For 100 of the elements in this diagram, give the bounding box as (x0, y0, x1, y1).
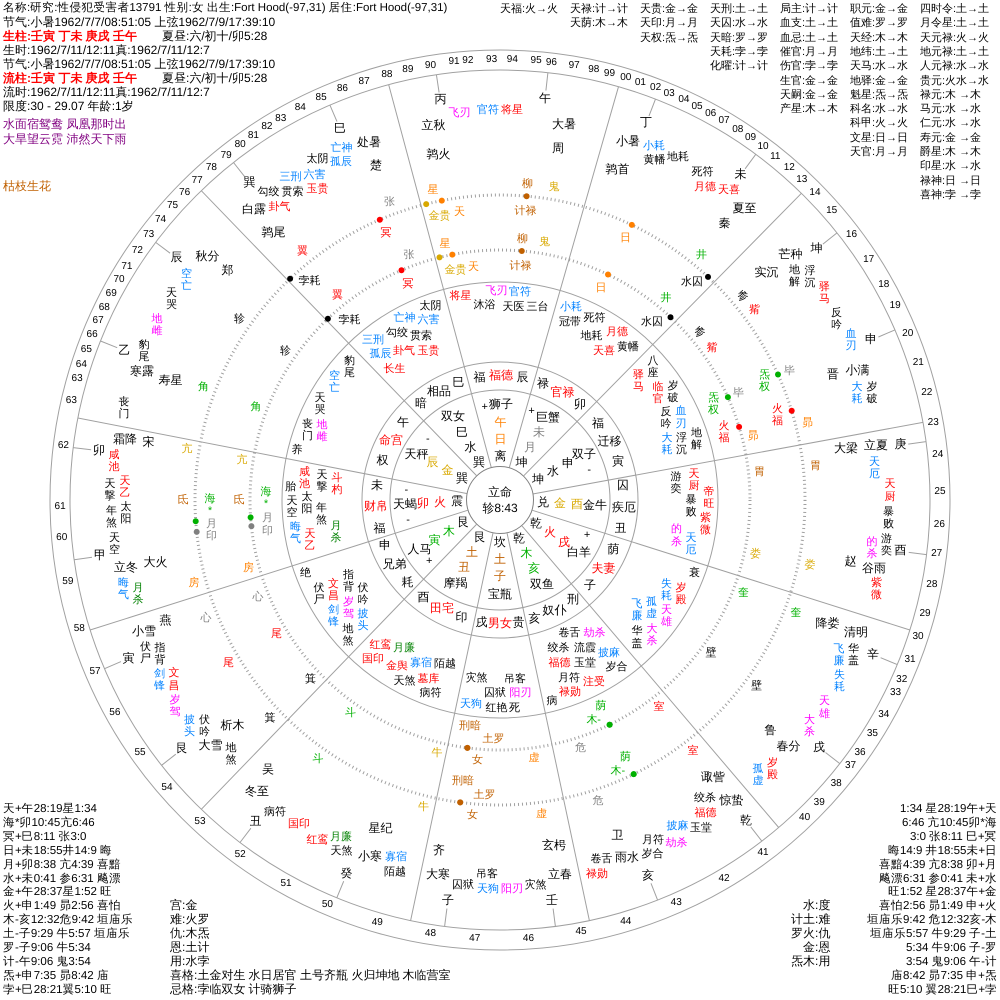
planet-label: 土 (466, 546, 478, 560)
mountain-label: 丙 (434, 93, 446, 108)
station-label: 实沉 (754, 266, 779, 280)
star-rule-text: 天嗣:金→金 (780, 88, 838, 102)
trigram-label: 震 (451, 495, 464, 510)
mountain-label: 子 (442, 894, 454, 908)
planet-label: 土罗 (474, 789, 496, 802)
branch-label: 卯 (574, 398, 586, 412)
solar-term-label: 立秋 (421, 118, 446, 133)
palace-label: 夫妻 (591, 562, 616, 576)
star-label: 指背 (154, 642, 167, 666)
polarity-mark: - (404, 484, 408, 496)
star-label: 岁合 (641, 848, 664, 861)
star-label: 玉贵 (417, 344, 440, 358)
planet-position-text: 水+未0:41 参6:31 飚漂 (3, 872, 121, 886)
solar-term-label: 冬至 (244, 784, 269, 799)
zodiac-label: 天蝎 (393, 498, 418, 512)
planet-label: 海* (260, 486, 272, 510)
star-label: 玉堂 (690, 822, 712, 834)
star-label: 暴败 (882, 506, 896, 530)
planet-label: 冥 (402, 278, 414, 292)
degree-number: 85 (316, 92, 327, 104)
trigram-label: 乾 (512, 532, 525, 546)
palace-label: 迁移 (598, 434, 622, 449)
star-label: 大杀 (645, 622, 658, 647)
star-label: 剑锋 (153, 668, 166, 692)
mansion-label: 危 (575, 742, 586, 754)
mansion-label: 房 (242, 562, 254, 575)
star-label: 月德 (606, 326, 628, 340)
star-label: 孤辰 (369, 348, 392, 362)
star-rule-text: 化曜:计→计 (710, 60, 768, 73)
degree-number: 62 (58, 440, 69, 452)
mansion-label: 昴 (802, 416, 814, 430)
star-label: 三台 (526, 301, 548, 314)
pattern-text: 宫:金 (170, 899, 198, 913)
star-label: 地煞 (224, 742, 238, 766)
star-label: 月杀 (131, 582, 144, 606)
planet-label: 木- (610, 764, 626, 778)
branch-label: 未 (532, 426, 545, 440)
star-label: 三刑 (279, 170, 302, 184)
solar-term-label: 霜降 (112, 432, 137, 447)
star-label: 陌越 (384, 866, 406, 879)
mansion-label: 心 (252, 591, 264, 604)
polarity-mark: + (584, 529, 590, 542)
star-label: 玉贵 (306, 183, 328, 196)
mansion-label: 鬼 (538, 236, 550, 249)
header-text: 节气:小暑1962/7/7/08:51:05 上弦1962/7/9/17:39:10 (3, 16, 276, 30)
pattern-text: 难:火罗 (170, 913, 210, 927)
degree-number: 47 (469, 933, 480, 945)
star-label: 天空 (286, 495, 299, 520)
star-label: 陌越 (434, 658, 456, 670)
degree-number: 72 (132, 244, 143, 256)
star-label: 玉堂 (574, 656, 596, 670)
trigram-label: 乾 (530, 516, 542, 531)
star-label: 大耗 (850, 380, 864, 405)
degree-number: 37 (844, 760, 856, 772)
mansion-label: 箕 (305, 673, 316, 686)
star-label: 华盖 (847, 642, 860, 667)
degree-number: 64 (76, 358, 87, 370)
mansion-label: 氐 (234, 494, 244, 506)
header-text: 限度:30 - 29.07 年龄:1岁 (3, 100, 134, 114)
star-label: 六害 (303, 168, 326, 182)
mansion-label: 角 (250, 400, 262, 414)
star-label: 卦气 (393, 344, 416, 358)
mansion-label: 心 (200, 612, 212, 625)
degree-number: 38 (830, 778, 842, 790)
mansion-label: 奎 (738, 587, 750, 600)
star-label: 晦气 (289, 521, 302, 546)
planet-label: 土罗 (482, 733, 505, 746)
degree-number: 03 (664, 88, 675, 100)
planet-position-text: 庙8:42 昴7:35 申+炁 (891, 970, 997, 984)
degree-number: 28 (926, 578, 938, 590)
star-label: 飞刃 (485, 284, 508, 298)
center-text: 轸8:43 (482, 500, 518, 516)
station-label: 玄枵 (542, 838, 566, 853)
planet-position-text: 旺5:10 翼28:21巳+孛 (888, 984, 998, 997)
star-label: 天雄 (660, 604, 674, 628)
degree-number: 44 (620, 916, 632, 928)
degree-number: 40 (799, 812, 810, 824)
branch-label: 午 (396, 416, 409, 430)
mountain-label: 酉 (894, 544, 907, 558)
star-rule-text: 人元禄:水→水 (920, 60, 990, 73)
degree-number: 14 (809, 186, 821, 198)
branch-label: 卯 (417, 497, 430, 512)
degree-number: 63 (66, 395, 77, 407)
mountain-label: 壬 (546, 894, 558, 908)
header-text: 节气:小暑1962/7/7/08:51:05 上弦1962/7/9/17:39:10 (3, 58, 276, 72)
degree-number: 43 (670, 897, 682, 909)
mountain-label: 戌 (813, 740, 826, 754)
trigram-label: 坤 (532, 472, 544, 487)
star-label: 将星 (450, 290, 472, 303)
star-rule-text: 地纬:土→土 (850, 46, 908, 59)
degree-number: 23 (928, 416, 939, 428)
planet-position-text: 垣庙乐5:57 牛9:29 子-土 (870, 928, 997, 942)
planet-position-text: 炁+申7:35 昴8:42 庙 (3, 970, 109, 984)
planet-label: 日 (596, 282, 607, 296)
header-text: 夏昼:六/初十/卯5:28 (162, 30, 268, 44)
solar-term-label: 大雪 (198, 739, 223, 754)
mountain-label: 卯 (93, 444, 105, 458)
polarity-mark: + (528, 404, 535, 418)
